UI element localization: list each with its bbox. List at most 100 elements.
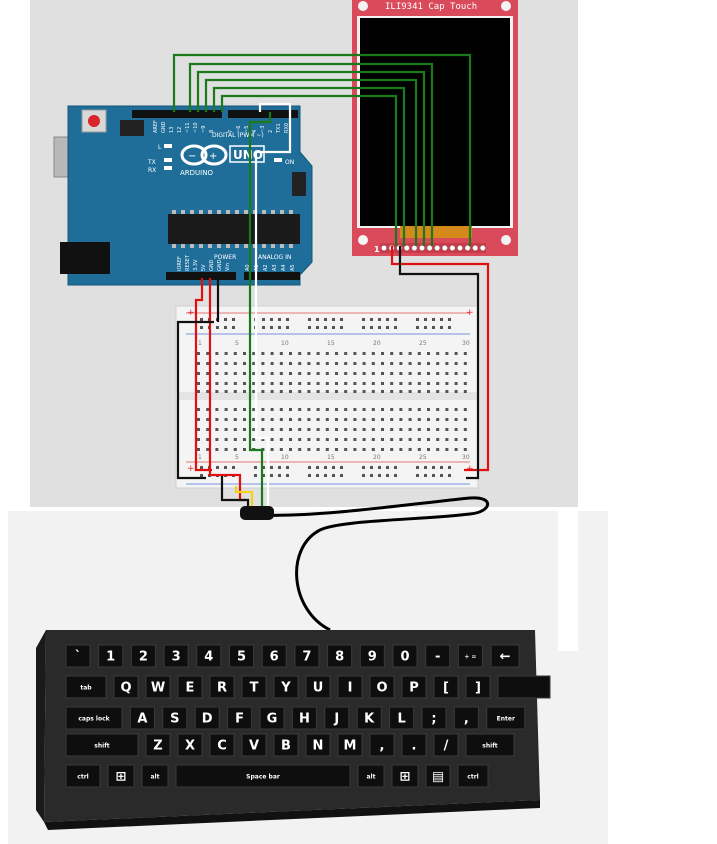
keyboard-key[interactable]	[241, 733, 267, 757]
keyboard-key[interactable]	[401, 675, 427, 699]
keyboard-key[interactable]	[369, 733, 395, 757]
keyboard-key[interactable]	[141, 764, 169, 788]
keyboard-key[interactable]	[177, 675, 203, 699]
pin-label: ~10	[193, 122, 199, 133]
keyboard-key[interactable]	[65, 733, 139, 757]
keyboard-key[interactable]	[229, 644, 254, 668]
keyboard-key[interactable]	[457, 764, 489, 788]
keyboard-key[interactable]	[294, 644, 320, 668]
keyboard-key[interactable]	[497, 675, 551, 699]
keyboard-key[interactable]	[337, 675, 363, 699]
keyboard-key[interactable]	[209, 733, 235, 757]
keyboard-key[interactable]	[65, 675, 107, 699]
hole	[215, 382, 219, 385]
keyboard-key[interactable]	[359, 644, 385, 668]
key-label: O	[376, 681, 387, 696]
keyboard-key[interactable]	[465, 675, 491, 699]
rail-hole	[386, 318, 389, 321]
keyboard-key[interactable]	[401, 733, 427, 757]
hole	[252, 372, 256, 375]
keyboard-key[interactable]	[98, 644, 124, 668]
keyboard-key[interactable]	[129, 706, 155, 730]
keyboard-key[interactable]	[177, 733, 203, 757]
keyboard-key[interactable]	[196, 644, 222, 668]
keyboard-key[interactable]	[259, 706, 285, 730]
keyboard-key[interactable]	[465, 733, 515, 757]
keyboard-key[interactable]	[175, 764, 351, 788]
keyboard-key[interactable]	[273, 675, 299, 699]
hole	[445, 362, 449, 365]
hole	[390, 438, 394, 441]
keyboard-key[interactable]	[453, 706, 479, 730]
keyboard-key[interactable]	[113, 675, 139, 699]
keyboard-key[interactable]	[421, 706, 447, 730]
keyboard-key[interactable]	[324, 706, 350, 730]
key-label: 7	[302, 650, 311, 665]
keyboard-key[interactable]	[107, 764, 135, 788]
keyboard-key[interactable]	[273, 733, 299, 757]
keyboard-key[interactable]	[145, 733, 171, 757]
keyboard-key[interactable]	[391, 764, 419, 788]
hole	[261, 372, 265, 375]
keyboard-key[interactable]	[357, 764, 385, 788]
hole	[224, 372, 228, 375]
rail-hole	[316, 326, 319, 329]
keyboard-key[interactable]	[209, 675, 235, 699]
keyboard-key[interactable]	[130, 644, 156, 668]
hole	[233, 428, 237, 431]
keyboard-key[interactable]	[433, 733, 459, 757]
keyboard-key[interactable]	[241, 675, 267, 699]
keyboard-key[interactable]	[305, 675, 331, 699]
hole	[224, 390, 228, 393]
keyboard-key[interactable]	[194, 706, 220, 730]
hole	[307, 408, 311, 411]
keyboard-key[interactable]	[65, 706, 123, 730]
hole	[408, 390, 412, 393]
keyboard-key[interactable]	[305, 733, 331, 757]
keyboard-key[interactable]	[163, 644, 189, 668]
rail-hole	[440, 474, 443, 477]
keyboard-key[interactable]	[227, 706, 253, 730]
hole	[408, 438, 412, 441]
rail-hole	[332, 466, 335, 469]
keyboard-key[interactable]	[425, 764, 451, 788]
keyboard-key[interactable]	[425, 644, 451, 668]
rail-hole	[416, 466, 419, 469]
pin-label: TX1	[276, 123, 282, 134]
keyboard-key[interactable]	[337, 733, 363, 757]
keyboard-key[interactable]	[490, 644, 520, 668]
keyboard-key[interactable]	[369, 675, 395, 699]
keyboard-key[interactable]	[65, 644, 91, 668]
ili9341-display: ILI9341 Cap Touch 1	[352, 0, 518, 256]
rail-hole	[200, 466, 203, 469]
hole	[316, 382, 320, 385]
keyboard-key[interactable]	[261, 644, 287, 668]
usb-cable	[243, 496, 490, 632]
hole	[445, 382, 449, 385]
keyboard-key[interactable]	[356, 706, 382, 730]
pin-strip	[380, 243, 486, 253]
keyboard-key[interactable]	[457, 644, 483, 668]
hole	[463, 408, 467, 411]
keyboard-key[interactable]	[162, 706, 188, 730]
keyboard-key[interactable]	[389, 706, 415, 730]
keyboard-key[interactable]	[145, 675, 171, 699]
keyboard-key[interactable]	[433, 675, 459, 699]
hole	[408, 448, 412, 451]
hole	[197, 438, 200, 441]
rail-hole	[254, 466, 257, 469]
keyboard-key[interactable]	[291, 706, 317, 730]
keyboard-key[interactable]	[327, 644, 353, 668]
keyboard-key[interactable]	[65, 764, 101, 788]
hole	[206, 372, 210, 375]
hole	[270, 428, 274, 431]
green-wire	[196, 70, 426, 246]
hole	[206, 382, 210, 385]
hole	[408, 428, 412, 431]
keyboard-key[interactable]	[486, 706, 526, 730]
column-label: 10	[281, 340, 289, 347]
hole	[325, 390, 329, 393]
rail-hole	[424, 474, 427, 477]
keyboard-key[interactable]	[392, 644, 418, 668]
